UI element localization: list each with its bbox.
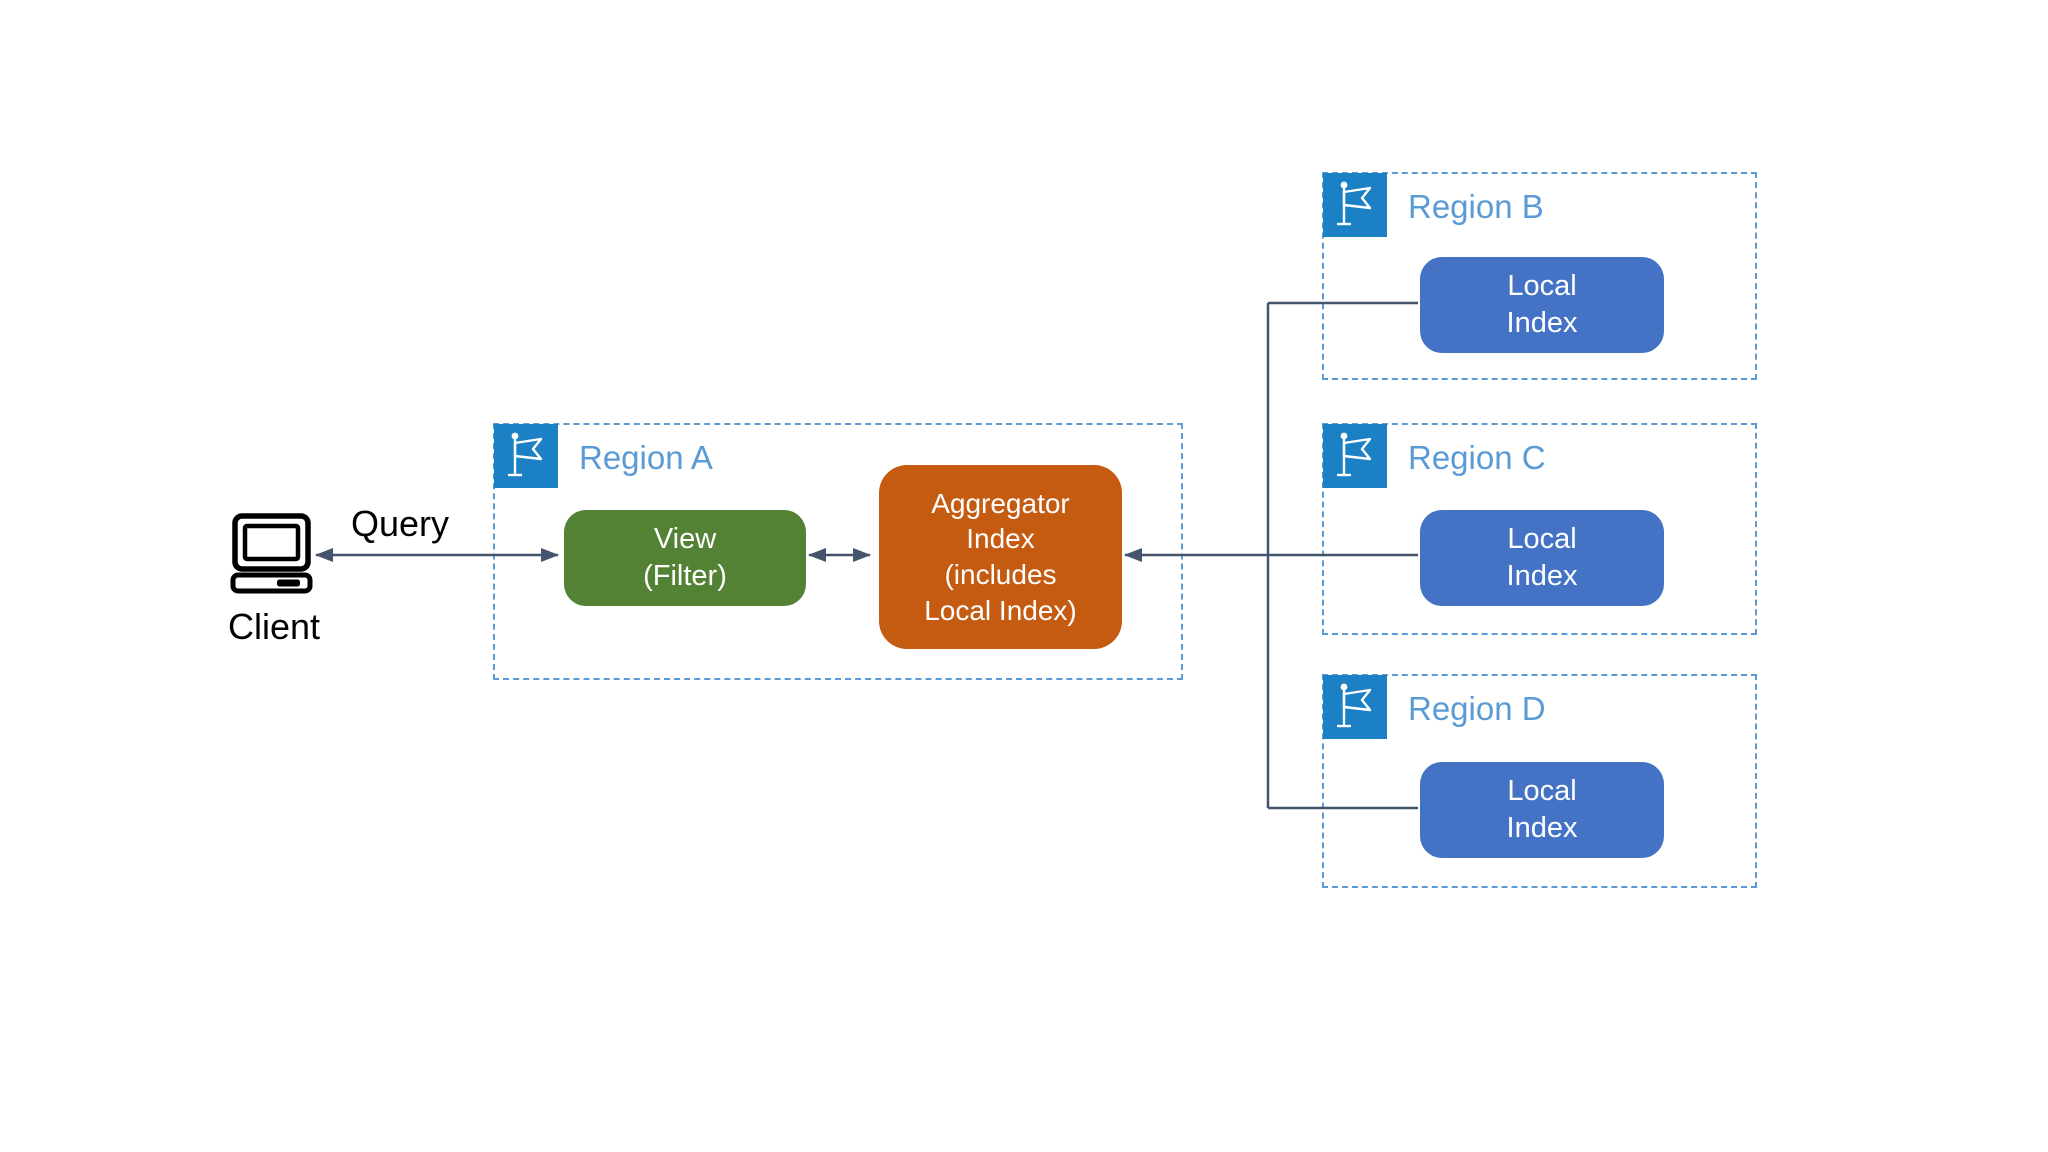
region-a-label: Region A — [579, 438, 713, 476]
local-index-line2: Index — [1506, 812, 1578, 844]
flag-icon — [494, 424, 558, 488]
client-label: Client — [227, 606, 321, 647]
region-b-box: Region B Local Index — [1322, 172, 1757, 380]
local-index-line1: Local — [1507, 775, 1577, 808]
view-node-line2: (Filter) — [643, 560, 727, 592]
region-b-label: Region B — [1408, 187, 1544, 225]
aggregator-node-line2: Index — [966, 523, 1035, 555]
region-a-box: Region A View (Filter) Aggregator Index … — [493, 423, 1183, 680]
aggregator-node-line1: Aggregator — [931, 487, 1070, 519]
region-b-header: Region B — [1323, 173, 1544, 237]
region-c-box: Region C Local Index — [1322, 423, 1757, 635]
region-d-box: Region D Local Index — [1322, 674, 1757, 888]
view-filter-node: View (Filter) — [564, 510, 806, 606]
flag-icon — [1323, 675, 1387, 739]
local-index-line1: Local — [1507, 523, 1577, 556]
flag-icon — [1323, 173, 1387, 237]
aggregator-node-line3: (includes — [944, 559, 1057, 590]
desktop-computer-icon — [230, 513, 313, 594]
region-a-header: Region A — [494, 424, 713, 488]
region-d-header: Region D — [1323, 675, 1546, 739]
local-index-line2: Index — [1506, 307, 1578, 339]
local-index-line1: Local — [1507, 270, 1577, 303]
query-label: Query — [350, 503, 450, 544]
local-index-node: Local Index — [1420, 510, 1664, 606]
aggregator-node-line4: Local Index) — [924, 594, 1077, 626]
region-d-label: Region D — [1408, 689, 1546, 727]
region-c-header: Region C — [1323, 424, 1546, 488]
aggregator-index-node: Aggregator Index (includes Local Index) — [879, 465, 1122, 649]
local-index-line2: Index — [1506, 560, 1578, 592]
region-c-label: Region C — [1408, 438, 1546, 476]
local-index-node: Local Index — [1420, 257, 1664, 353]
view-node-line1: View — [653, 523, 717, 556]
flag-icon — [1323, 424, 1387, 488]
local-index-node: Local Index — [1420, 762, 1664, 858]
